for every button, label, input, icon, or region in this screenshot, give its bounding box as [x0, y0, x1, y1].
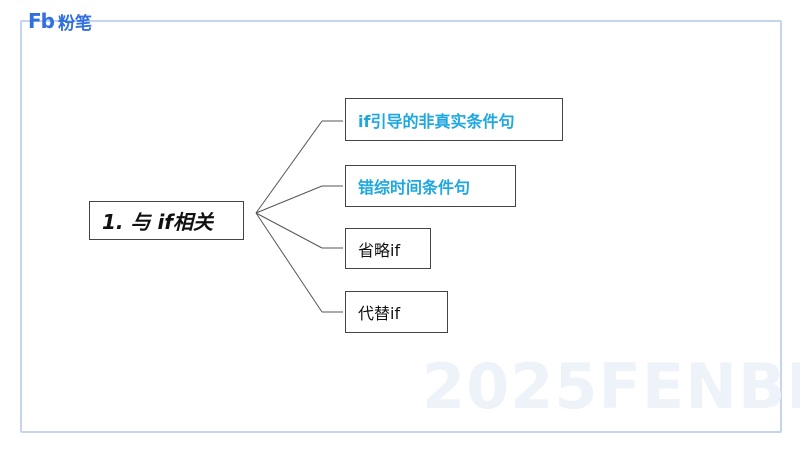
branch-node-4: 代替if [345, 291, 448, 333]
brand-logo: Fb 粉笔 [28, 8, 92, 34]
branch-node-1-label: if引导的非真实条件句 [358, 111, 515, 131]
brand-logo-mark: Fb [28, 9, 55, 33]
branch-node-2-label: 错综时间条件句 [358, 178, 471, 197]
branch-node-4-label: 代替if [358, 304, 401, 323]
connector-branch-4 [255, 212, 323, 313]
branch-node-2: 错综时间条件句 [345, 165, 516, 207]
branch-node-3-label: 省略if [358, 240, 401, 260]
watermark: 2025FENBI [422, 350, 800, 423]
branch-node-3: 省略if [345, 228, 431, 269]
brand-name: 粉笔 [57, 13, 92, 34]
root-node: 1. 与 if相关 [89, 201, 244, 240]
root-node-label: 1. 与 if相关 [102, 210, 213, 234]
connector-branch-3 [255, 212, 323, 249]
connector-branch-1 [255, 120, 323, 214]
branch-node-1: if引导的非真实条件句 [345, 98, 563, 141]
connector-branch-2 [255, 185, 323, 214]
